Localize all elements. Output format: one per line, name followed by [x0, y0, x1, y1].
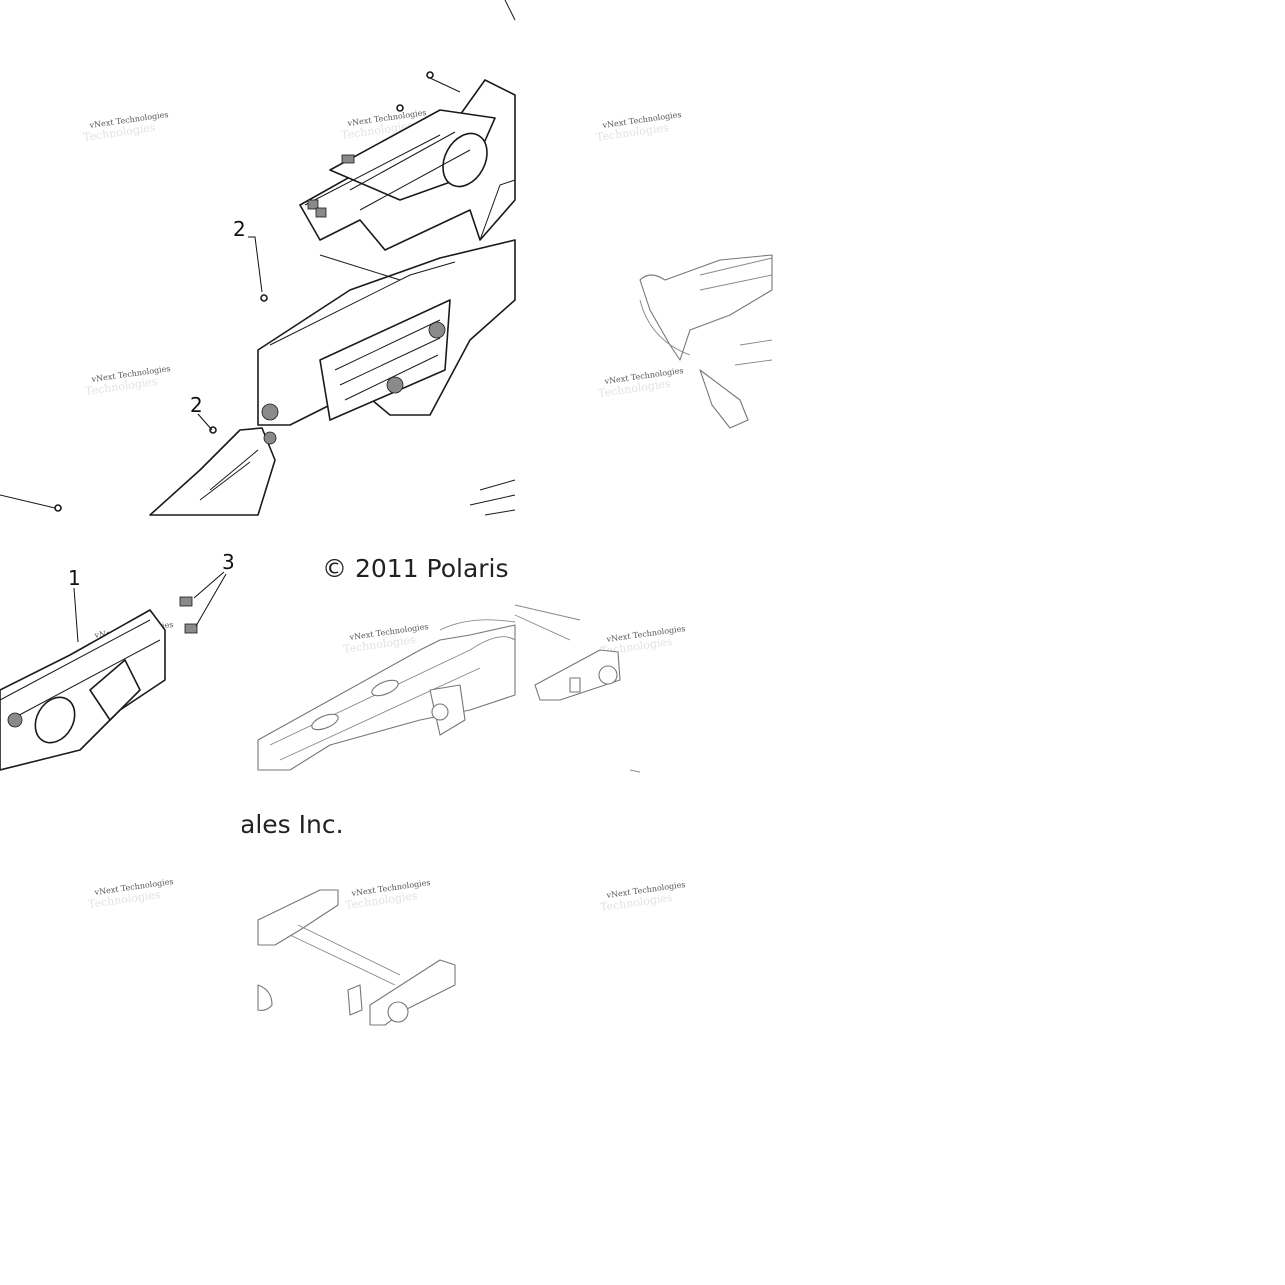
frame-rail-part — [257, 619, 516, 771]
callout-label: 1 — [68, 566, 81, 590]
callout-1: 1 — [68, 566, 81, 643]
copyright-text: © 2011 Polaris Sa — [322, 554, 548, 583]
watermark: Technologies vNext Technologies — [82, 110, 169, 144]
fastener-icon — [396, 104, 404, 112]
watermark: Technologies vNext Technologies — [344, 878, 431, 912]
fastener-icon — [426, 71, 434, 79]
crossmember-part — [257, 889, 456, 1026]
callout-label: 2 — [190, 393, 203, 417]
callout-label: 2 — [233, 217, 246, 241]
copyright-text: ales Inc. — [240, 810, 344, 839]
bushing-icon — [261, 403, 279, 421]
upper-bumper-part — [299, 0, 516, 251]
bushing-icon — [428, 321, 446, 339]
callout-2-lower: 2 — [190, 393, 213, 431]
fastener-icon — [260, 294, 268, 302]
watermark: Technologies vNext Technologies — [87, 877, 174, 911]
fastener-icon — [209, 426, 217, 434]
bumper-end-part — [0, 596, 198, 771]
hitch-bar-part — [639, 254, 773, 429]
bushing-icon — [386, 376, 404, 394]
hitch-bracket-part — [514, 604, 641, 773]
clip-icon — [341, 154, 355, 164]
callout-2-upper: 2 — [233, 217, 263, 293]
rear-bumper-part — [257, 239, 516, 516]
callout-label: 3 — [222, 550, 235, 574]
watermark: Technologies vNext Technologies — [597, 366, 684, 400]
tile-mask — [515, 550, 575, 590]
clip-icon — [179, 596, 193, 607]
bushing-icon — [7, 712, 23, 728]
tile-mask — [220, 805, 242, 845]
watermark: Technologies vNext Technologies — [595, 110, 682, 144]
watermark: Technologies vNext Technologies — [599, 880, 686, 914]
frame-piece-part — [0, 426, 277, 516]
bushing-icon — [263, 431, 277, 445]
fastener-icon — [54, 504, 62, 512]
callout-3: 3 — [193, 550, 235, 627]
clip-icon — [315, 207, 327, 218]
clip-icon — [307, 199, 319, 210]
clip-icon — [184, 623, 198, 634]
watermark: Technologies vNext Technologies — [84, 364, 171, 398]
